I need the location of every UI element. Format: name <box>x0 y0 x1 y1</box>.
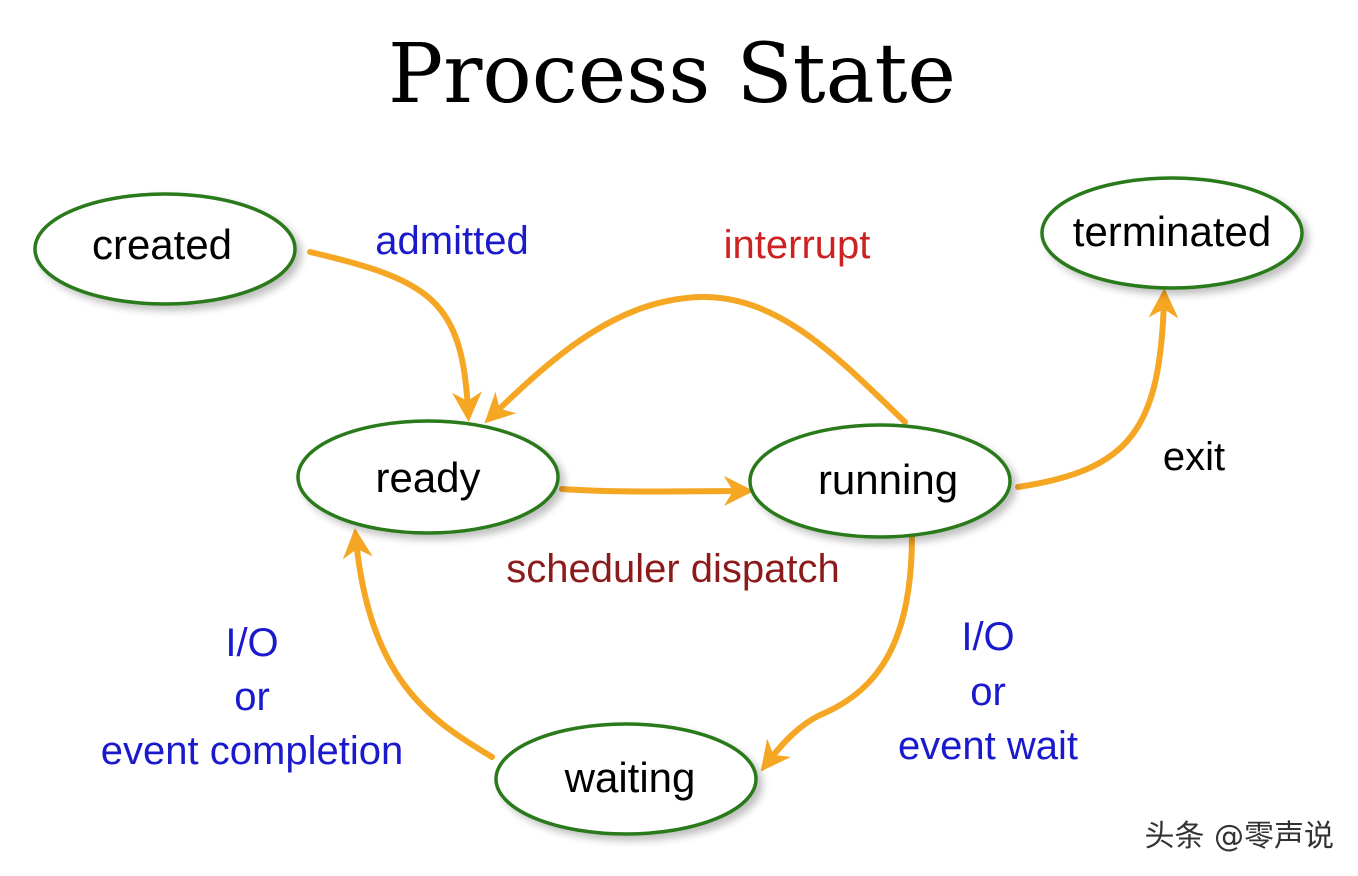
page-title: Process State <box>388 27 956 122</box>
state-ellipse <box>33 192 297 306</box>
state-ready: ready <box>296 419 560 535</box>
state-ellipse <box>1040 176 1304 290</box>
arrow-interrupt <box>484 293 908 425</box>
state-waiting: waiting <box>494 722 758 836</box>
label-io-event-wait: I/O or event wait <box>898 615 1078 768</box>
state-label: ready <box>375 454 480 501</box>
label-exit: exit <box>1163 435 1225 479</box>
state-label: terminated <box>1073 208 1271 255</box>
watermark: 头条 @零声说 <box>1144 819 1334 854</box>
state-ellipse <box>296 419 560 535</box>
state-label: waiting <box>564 754 696 801</box>
state-ellipse <box>748 423 1012 539</box>
label-line: or <box>234 675 270 719</box>
arrow-exit <box>1015 288 1179 490</box>
label-interrupt: interrupt <box>724 223 871 267</box>
arrow-scheduler-dispatch <box>559 476 754 507</box>
state-label: created <box>92 221 232 268</box>
state-label: running <box>818 456 958 503</box>
label-line: I/O <box>961 615 1014 659</box>
transition-arrows <box>307 249 1179 772</box>
state-created: created <box>33 192 297 306</box>
label-line: event completion <box>101 729 403 773</box>
label-io-event-completion: I/O or event completion <box>101 621 403 773</box>
arrow-io-event-completion <box>342 528 495 760</box>
arrow-admitted <box>307 249 482 422</box>
state-terminated: terminated <box>1040 176 1304 290</box>
arrow-io-event-wait <box>760 532 915 772</box>
label-scheduler-dispatch: scheduler dispatch <box>506 547 840 591</box>
state-running: running <box>748 423 1012 539</box>
label-line: I/O <box>225 621 278 665</box>
label-admitted: admitted <box>375 219 528 263</box>
state-ellipse <box>494 722 758 836</box>
label-line: or <box>970 670 1006 714</box>
label-line: event wait <box>898 724 1078 768</box>
